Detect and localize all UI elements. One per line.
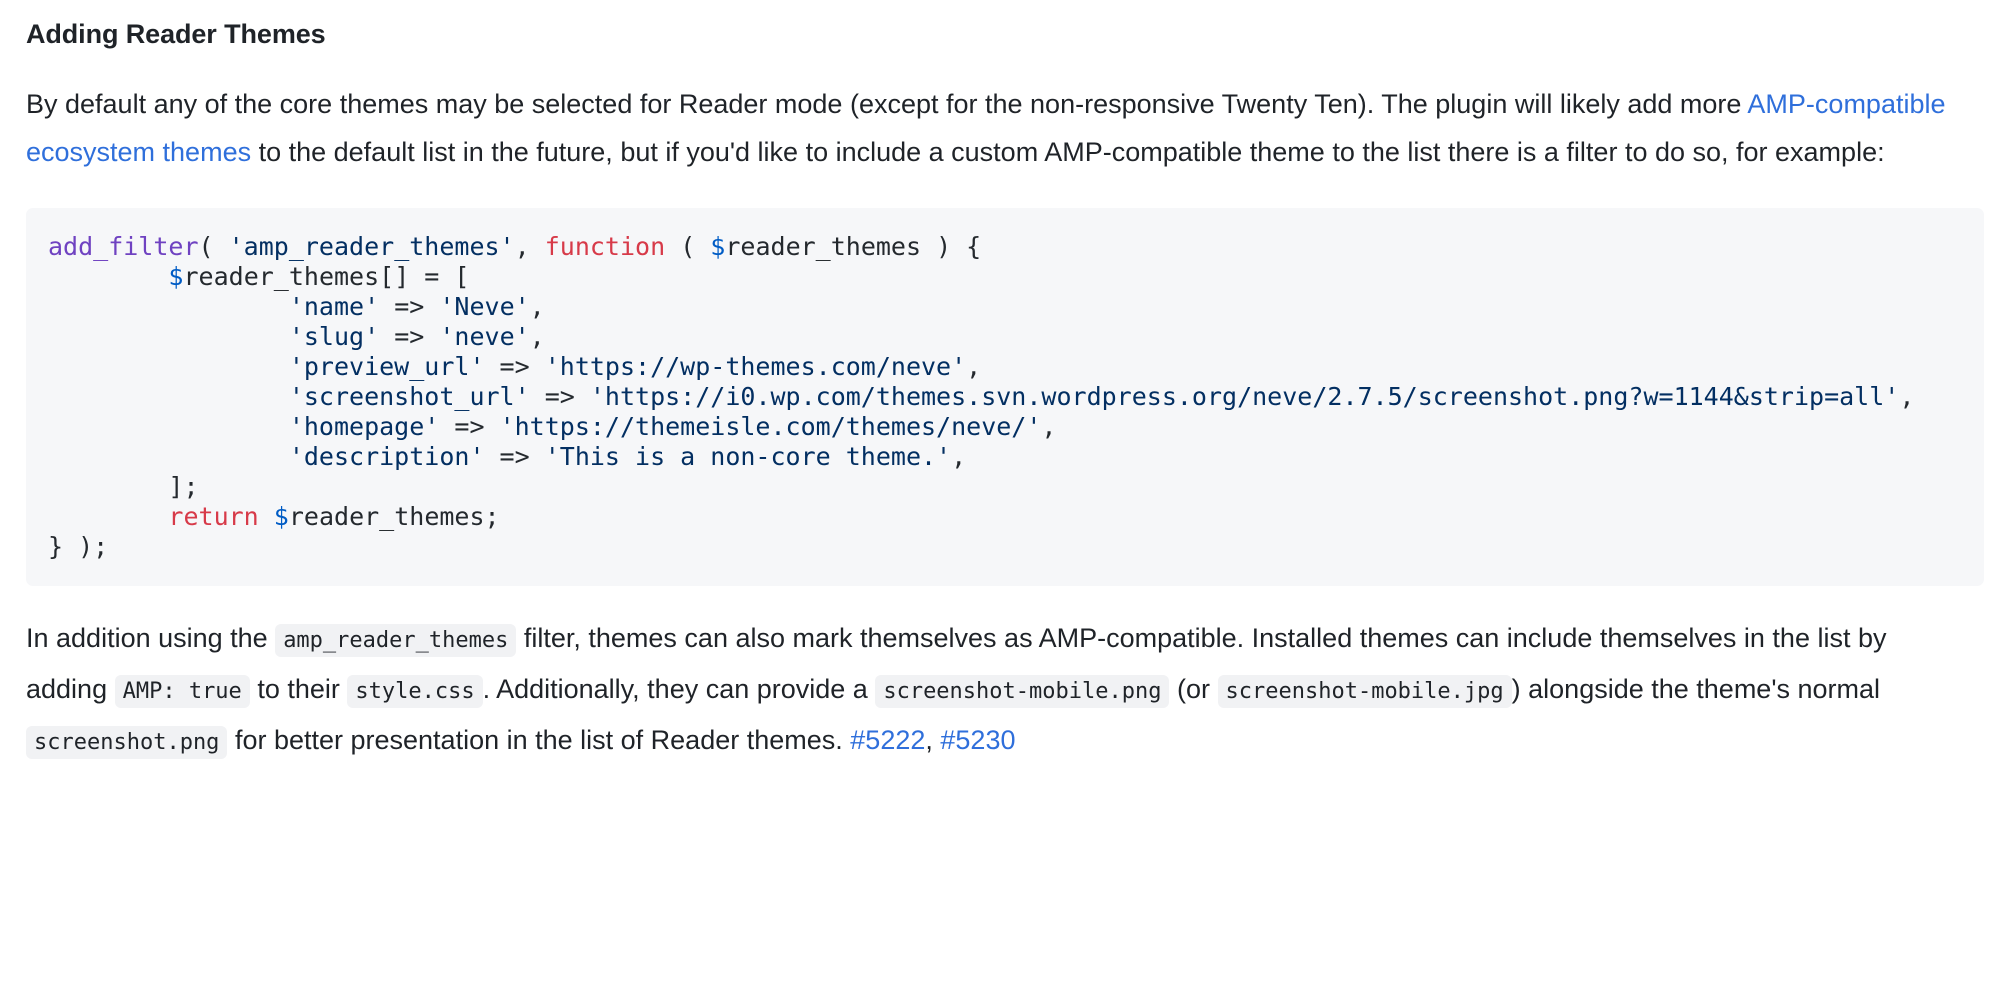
code-token: 'slug' <box>288 321 380 351</box>
code-token: => <box>529 381 590 411</box>
code-token: => <box>484 441 545 471</box>
code-token: ( <box>198 231 229 261</box>
inline-code-screenshot-mobile-png: screenshot-mobile.png <box>875 674 1170 708</box>
code-token: 'name' <box>288 291 380 321</box>
code-token: 'neve' <box>439 321 530 351</box>
code-token <box>48 292 289 321</box>
code-token: $ <box>273 501 289 531</box>
code-token: , <box>1041 411 1057 441</box>
code-token: 'https://themeisle.com/themes/neve/' <box>499 411 1042 441</box>
code-token: 'This is a non-core theme.' <box>544 441 952 471</box>
intro-text-part-1: By default any of the core themes may be… <box>26 88 1748 119</box>
code-token: => <box>439 411 500 441</box>
code-token: add_filter <box>48 231 199 261</box>
code-token: , <box>529 291 545 321</box>
document-body: Adding Reader Themes By default any of t… <box>26 19 1984 767</box>
code-token: $ <box>710 231 726 261</box>
closing-text-6: ) alongside the theme's normal <box>1511 673 1881 704</box>
code-token: reader_themes ) { <box>725 231 982 261</box>
code-token: $ <box>168 261 184 291</box>
code-token: ]; <box>48 471 199 501</box>
code-token: 'homepage' <box>288 411 440 441</box>
code-token <box>48 352 289 381</box>
code-token: 'https://i0.wp.com/themes.svn.wordpress.… <box>589 381 1900 411</box>
closing-text-7: for better presentation in the list of R… <box>227 724 851 755</box>
code-token: => <box>379 291 440 321</box>
code-token: } ); <box>48 531 109 561</box>
closing-text-1: In addition using the <box>26 622 276 653</box>
code-token: 'Neve' <box>439 291 530 321</box>
code-block-content: add_filter( 'amp_reader_themes', functio… <box>26 232 1984 562</box>
amp-ecosystem-themes-link[interactable]: AMP-compatible ecosystem themes <box>26 88 1946 167</box>
code-token: , <box>514 231 545 261</box>
intro-text-part-2: to the default list in the future, but i… <box>251 136 1885 167</box>
code-token: ( <box>665 231 711 261</box>
code-token: 'amp_reader_themes' <box>228 231 515 261</box>
code-token: 'description' <box>288 441 485 471</box>
code-token: 'https://wp-themes.com/neve' <box>544 351 967 381</box>
page-title: Adding Reader Themes <box>26 19 326 49</box>
code-token: return <box>168 501 259 531</box>
code-token: reader_themes; <box>288 501 500 531</box>
closing-text-8: , <box>925 724 941 755</box>
intro-paragraph: By default any of the core themes may be… <box>26 52 1964 176</box>
inline-code-amp-true: AMP: true <box>114 674 250 708</box>
closing-text-3: to their <box>249 673 348 704</box>
closing-paragraph: In addition using the amp_reader_themes … <box>26 586 1964 767</box>
code-token <box>48 442 289 471</box>
code-token: , <box>1899 381 1915 411</box>
inline-code-screenshot-mobile-jpg: screenshot-mobile.jpg <box>1217 674 1512 708</box>
code-token: reader_themes[] = [ <box>183 261 470 291</box>
closing-text-4: . Additionally, they can provide a <box>482 673 876 704</box>
code-token <box>48 262 168 291</box>
code-token <box>259 502 274 531</box>
code-token: => <box>379 321 440 351</box>
code-token <box>48 382 289 411</box>
code-token: 'screenshot_url' <box>288 381 530 411</box>
code-token: => <box>484 351 545 381</box>
code-block[interactable]: add_filter( 'amp_reader_themes', functio… <box>26 207 1984 586</box>
code-token <box>48 322 289 351</box>
inline-code-amp-reader-themes: amp_reader_themes <box>275 623 517 657</box>
code-token: , <box>529 321 545 351</box>
issue-link-5222[interactable]: #5222 <box>850 724 926 755</box>
code-token: , <box>951 441 967 471</box>
code-token <box>48 502 168 531</box>
code-token: 'preview_url' <box>288 351 485 381</box>
inline-code-screenshot-png: screenshot.png <box>26 725 228 759</box>
closing-text-5: (or <box>1169 673 1218 704</box>
code-token <box>48 412 289 441</box>
inline-code-style-css: style.css <box>347 674 483 708</box>
issue-link-5230[interactable]: #5230 <box>940 724 1016 755</box>
code-token: function <box>544 231 666 261</box>
closing-text-2: filter, themes can also mark themselves … <box>26 622 1887 704</box>
code-token: , <box>966 351 982 381</box>
